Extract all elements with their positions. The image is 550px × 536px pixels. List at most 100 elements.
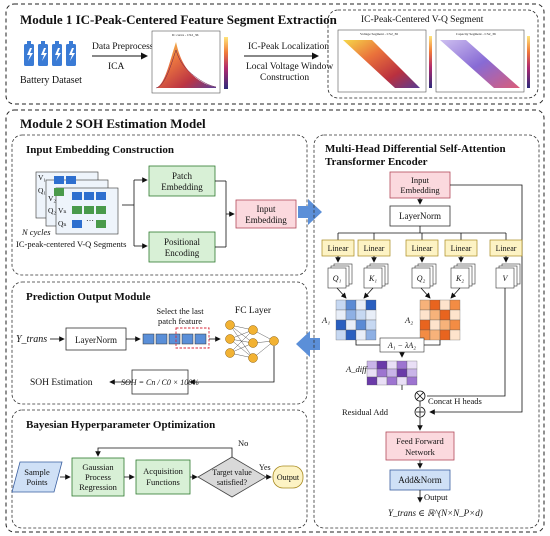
input-embedding-box xyxy=(235,199,297,229)
step-preprocess-label: Data Preprocessing xyxy=(92,42,166,52)
encoder-title-1: Multi-Head Differential Self-Attention xyxy=(325,143,506,155)
soh-formula: SOH = Cn / C0 × 100% xyxy=(121,378,199,387)
a1-label: A₁ xyxy=(321,315,330,325)
attention-matrix-a1 xyxy=(335,299,377,341)
cell-v2: V₂ xyxy=(48,194,56,203)
ffn-label-1: Feed Forward xyxy=(396,436,444,446)
enc-layernorm-label: LayerNorm xyxy=(399,211,441,221)
svg-text:IC curve - CS2_36: IC curve - CS2_36 xyxy=(172,33,199,37)
ic-curve-plot: IC curve - CS2_36 xyxy=(151,30,228,94)
fan-drops xyxy=(337,233,507,240)
head-k2: K₂ xyxy=(455,274,464,283)
gp-label-2: Process xyxy=(85,472,111,482)
linear-q1-label: Linear xyxy=(328,244,349,253)
target-label-1: Target value xyxy=(212,468,252,477)
linear-boxes xyxy=(321,239,523,257)
ic-colorbar xyxy=(224,37,228,89)
module2-title: Module 2 SOH Estimation Model xyxy=(20,116,206,131)
ffn-label-2: Network xyxy=(405,447,435,457)
select-label-2: patch feature xyxy=(158,316,202,326)
head-k1: K₁ xyxy=(368,274,377,283)
gp-label-3: Regression xyxy=(79,482,118,492)
concat-label: Concat H heads xyxy=(428,396,482,406)
attention-matrix-adiff xyxy=(366,360,418,386)
yes-label: Yes xyxy=(259,463,271,472)
cell-q1: Q₁ xyxy=(38,186,46,195)
prediction-title: Prediction Output Module xyxy=(26,291,151,303)
cell-q2: Q₂ xyxy=(48,206,56,215)
vq-colorbar-1 xyxy=(429,36,432,88)
patch-feature-blocks xyxy=(142,327,210,349)
select-label-1: Select the last xyxy=(156,306,204,316)
module1-title: Module 1 IC-Peak-Centered Feature Segmen… xyxy=(20,12,338,27)
vq-colorbar-2 xyxy=(527,36,530,88)
flow-arrow-left xyxy=(296,331,320,357)
vq-segment-panel xyxy=(327,9,539,99)
step-window-label-2: Construction xyxy=(260,73,309,83)
cell-ellipsis: … xyxy=(86,214,94,223)
enc-output-formula: Y_trans ∈ ℝ^(N×N_P×d) xyxy=(388,508,483,518)
head-q2: Q₂ xyxy=(417,274,426,283)
v-to-concat xyxy=(427,288,506,397)
residual-path xyxy=(429,184,523,415)
positional-encoding-box xyxy=(148,231,216,263)
segments-label: IC-peak-centered V-Q Segments xyxy=(16,239,126,249)
bayes-output-box xyxy=(272,465,304,489)
svg-text:Capacity Segment - CS2_36: Capacity Segment - CS2_36 xyxy=(456,32,496,36)
addnorm-label: Add&Norm xyxy=(398,475,442,485)
input-embedding-label-2: Embedding xyxy=(245,215,287,225)
soh-formula-box xyxy=(131,369,189,395)
enc-input-embedding-box xyxy=(389,171,451,199)
input-embedding-panel xyxy=(11,134,308,276)
vq-segment-title: IC-Peak-Centered V-Q Segment xyxy=(361,15,484,25)
battery-icons xyxy=(24,41,76,66)
cell-qn: Qₙ xyxy=(58,219,67,228)
sample-points-label-1: Sample xyxy=(24,467,50,477)
head-to-attn-arrows xyxy=(336,287,461,299)
gp-regression-box xyxy=(71,457,125,497)
head-v: V xyxy=(503,274,509,283)
vq-plot-capacity: Capacity Segment - CS2_36 xyxy=(435,29,525,93)
cell-vn: Vₙ xyxy=(58,206,67,215)
positional-encoding-label-1: Positional xyxy=(164,237,201,247)
bayes-panel xyxy=(11,409,308,529)
sample-points-box xyxy=(11,461,63,493)
pred-layernorm-label: LayerNorm xyxy=(75,335,117,345)
head-q1: Q₁ xyxy=(333,274,342,283)
head-stacks xyxy=(327,263,521,289)
patch-embedding-label-2: Embedding xyxy=(161,182,203,192)
cell-v1: V₁ xyxy=(38,173,46,182)
arrow-no-loop xyxy=(95,447,233,457)
vq-plot-voltage: Voltage Segment - CS2_36 xyxy=(337,29,427,93)
patch-embedding-label-1: Patch xyxy=(172,171,192,181)
enc-input-label-2: Embedding xyxy=(400,185,440,195)
gp-label-1: Gaussian xyxy=(82,462,114,472)
fc-layer-network xyxy=(225,320,279,363)
enc-output-label: Output xyxy=(424,492,448,502)
encoder-title-2: Transformer Encoder xyxy=(325,156,428,168)
concat-cross xyxy=(416,392,424,400)
ffn-box xyxy=(385,431,455,461)
a1-to-diff xyxy=(355,340,380,346)
enc-input-label-1: Input xyxy=(411,175,430,185)
sample-points-label-2: Points xyxy=(26,477,47,487)
attention-matrix-a2 xyxy=(419,299,461,341)
linear-v-label: Linear xyxy=(496,244,517,253)
arrow-fc-to-soh xyxy=(189,346,275,385)
battery-label: Battery Dataset xyxy=(20,75,82,86)
a2-to-diff xyxy=(424,340,441,346)
linear-k1-label: Linear xyxy=(364,244,385,253)
bayes-title: Bayesian Hyperparameter Optimization xyxy=(26,419,215,431)
step-window-label-1: Local Voltage Window xyxy=(246,62,333,72)
target-label-2: satisfied? xyxy=(217,478,248,487)
n-cycles-label: N cycles xyxy=(21,227,51,237)
target-decision-diamond xyxy=(197,456,267,498)
no-label: No xyxy=(238,438,248,448)
linear-k2-label: Linear xyxy=(451,244,472,253)
fc-layer-label: FC Layer xyxy=(235,306,272,316)
svg-text:Voltage Segment - CS2_36: Voltage Segment - CS2_36 xyxy=(360,32,398,36)
vq-segment-stack xyxy=(35,171,119,235)
residual-label: Residual Add xyxy=(342,407,389,417)
a2-label: A₂ xyxy=(404,315,413,325)
